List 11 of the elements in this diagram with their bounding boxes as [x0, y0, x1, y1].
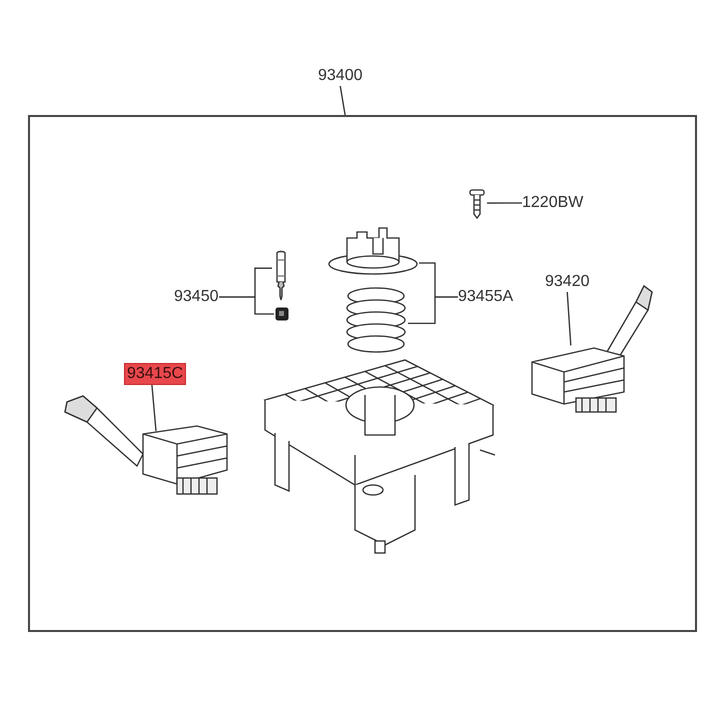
leader-line — [218, 296, 274, 315]
nut-drawing — [274, 306, 290, 322]
leader-line — [340, 86, 346, 116]
leader-line — [487, 202, 522, 204]
leader-line — [151, 384, 157, 432]
leader-line — [566, 292, 572, 346]
screw-drawing — [467, 188, 487, 220]
part-number: 93415C — [124, 363, 186, 385]
spring-drawing — [344, 286, 408, 354]
leader-line — [408, 296, 458, 324]
part-number: 93400 — [318, 66, 362, 86]
